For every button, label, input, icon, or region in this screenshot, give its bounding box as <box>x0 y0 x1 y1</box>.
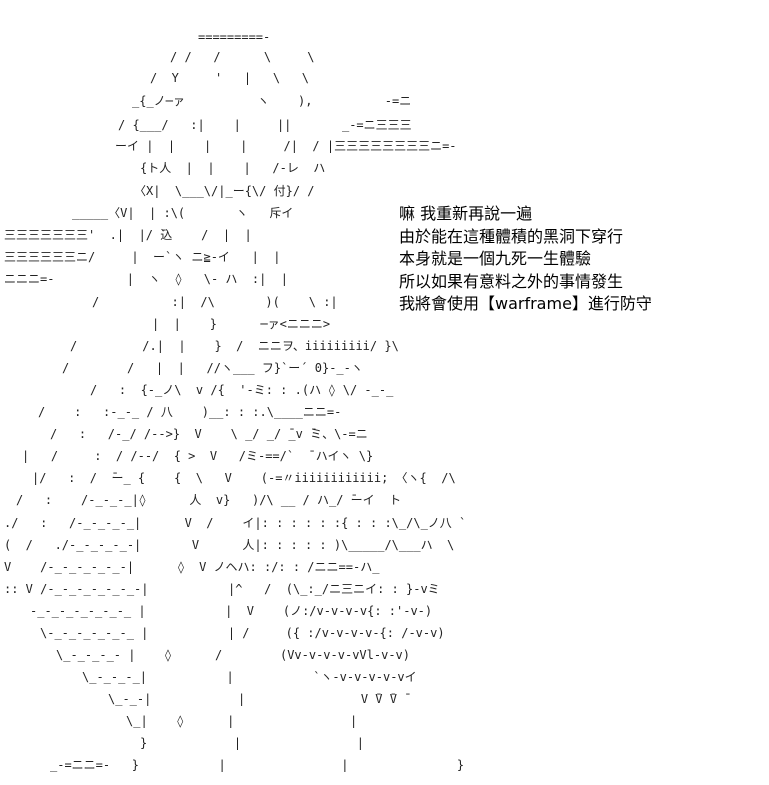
art-line: / / | | //ヽ___ フ}`ー´ 0}-_-ヽ <box>62 361 363 375</box>
caption-line: 所以如果有意料之外的事情發生 <box>399 271 624 291</box>
art-line: \_-_-| | V ̄V ̄V ̄ <box>108 692 405 706</box>
art-line: / : {-_ノ\ v /{ '-ミ: : .(ハ ◊ \/ -_-_ <box>90 383 394 397</box>
art-line: \_-_-_-_| | `ヽ-v-v-v-v-vイ <box>82 670 417 684</box>
art-line: / : /-_/ /-->} V \ _/ _/ ̄_v ̄ミ、\-=ニ <box>50 427 368 441</box>
art-line: \_-_-_-_- | ◊ / (Vv-v-v-v-vVl-v-v) <box>56 648 411 662</box>
art-line: / Y ' | \ \ <box>150 71 309 85</box>
art-line: _{_ノ─ァ ヽ ), -=ニ <box>132 94 412 108</box>
caption-line: 嘛 我重新再說一遍 <box>399 204 533 223</box>
art-line: _____〈V| | :\( ヽ 斥イ <box>72 206 294 220</box>
art-line: \-_-_-_-_-_-_ | | / ({ :/v-v-v-v-{: /-v-… <box>40 626 445 640</box>
art-line: ーイ | | | | /| / |三三三三三三三三ニ=- <box>115 139 457 153</box>
caption-line: 我將會使用【warframe】進行防守 <box>399 294 652 313</box>
caption-line: 由於能在這種體積的黑洞下穿行 <box>399 226 624 246</box>
art-line: =========- <box>198 30 271 44</box>
art-line: V /-_-_-_-_-_-| ◊ V ノヘハ: :/: : /ニニ==-ハ_ <box>4 560 380 574</box>
caption-line: 本身就是一個九死一生體驗 <box>399 249 592 268</box>
art-line: \_| ◊ | | <box>126 714 358 728</box>
art-line: / /.| | } / ニニヲ、iiiiiiiii/ }\ <box>70 339 399 353</box>
art-line: 〈X| \___\/|_ー{\/ 付}/ / <box>134 184 315 198</box>
art-line: ニニニ=- | ヽ ◊ \- ハ :| | <box>4 272 288 286</box>
art-line: ./ : /-_-_-_-_| V / イ|: : : : : :{ : : :… <box>4 516 467 530</box>
art-line: {ト人 | | | /-レ ハ <box>140 161 326 175</box>
art-line: -_-_-_-_-_-_-_ | | V (ノ:/v-v-v-v{: :'-v-… <box>30 604 433 618</box>
dialogue-caption: 嘛 我重新再說一遍 由於能在這種體積的黑洞下穿行 本身就是一個九死一生體驗 所以… <box>399 203 729 316</box>
art-line: 三三三三三三ニ/ | ー`ヽ ニ≧-イ | | <box>4 250 281 264</box>
art-line: ( / ./-_-_-_-_-| V 人|: : : : : )\_____/\… <box>4 538 455 552</box>
art-line: } | | <box>140 736 364 750</box>
art-line: / : :-_-_ / 八 )__: : :.\____ニニ=- <box>38 405 342 419</box>
art-line: / / / \ \ <box>170 50 315 64</box>
art-line: / :| /\ )( \ :| <box>92 295 338 309</box>
art-line: 三三三三三三三' .| |/ ̄込 / | | <box>4 228 252 242</box>
art-line: / {___/ :| | || _-=ニ三三三 <box>118 118 412 132</box>
art-line: :: V /-_-_-_-_-_-_-| |^ / (\_:_/ニ三ニイ: : … <box>4 582 440 596</box>
art-line: | / : / /--/ { > V /ミ-==/` ̄ ハイヽ \} <box>22 449 374 463</box>
art-line: |/ : / ̄ー_ { { \ V (-=〃iiiiiiiiiiii; 〈ヽ{… <box>32 471 456 485</box>
art-line: _-=ニニ=- } | | } <box>50 758 465 772</box>
art-line: | | } ─ァ<ニニニ> <box>152 317 331 331</box>
art-line: / : /-_-_-_|◊ 人 v} )/\ __ / ハ_/ ̄ーイ ト <box>16 493 402 507</box>
